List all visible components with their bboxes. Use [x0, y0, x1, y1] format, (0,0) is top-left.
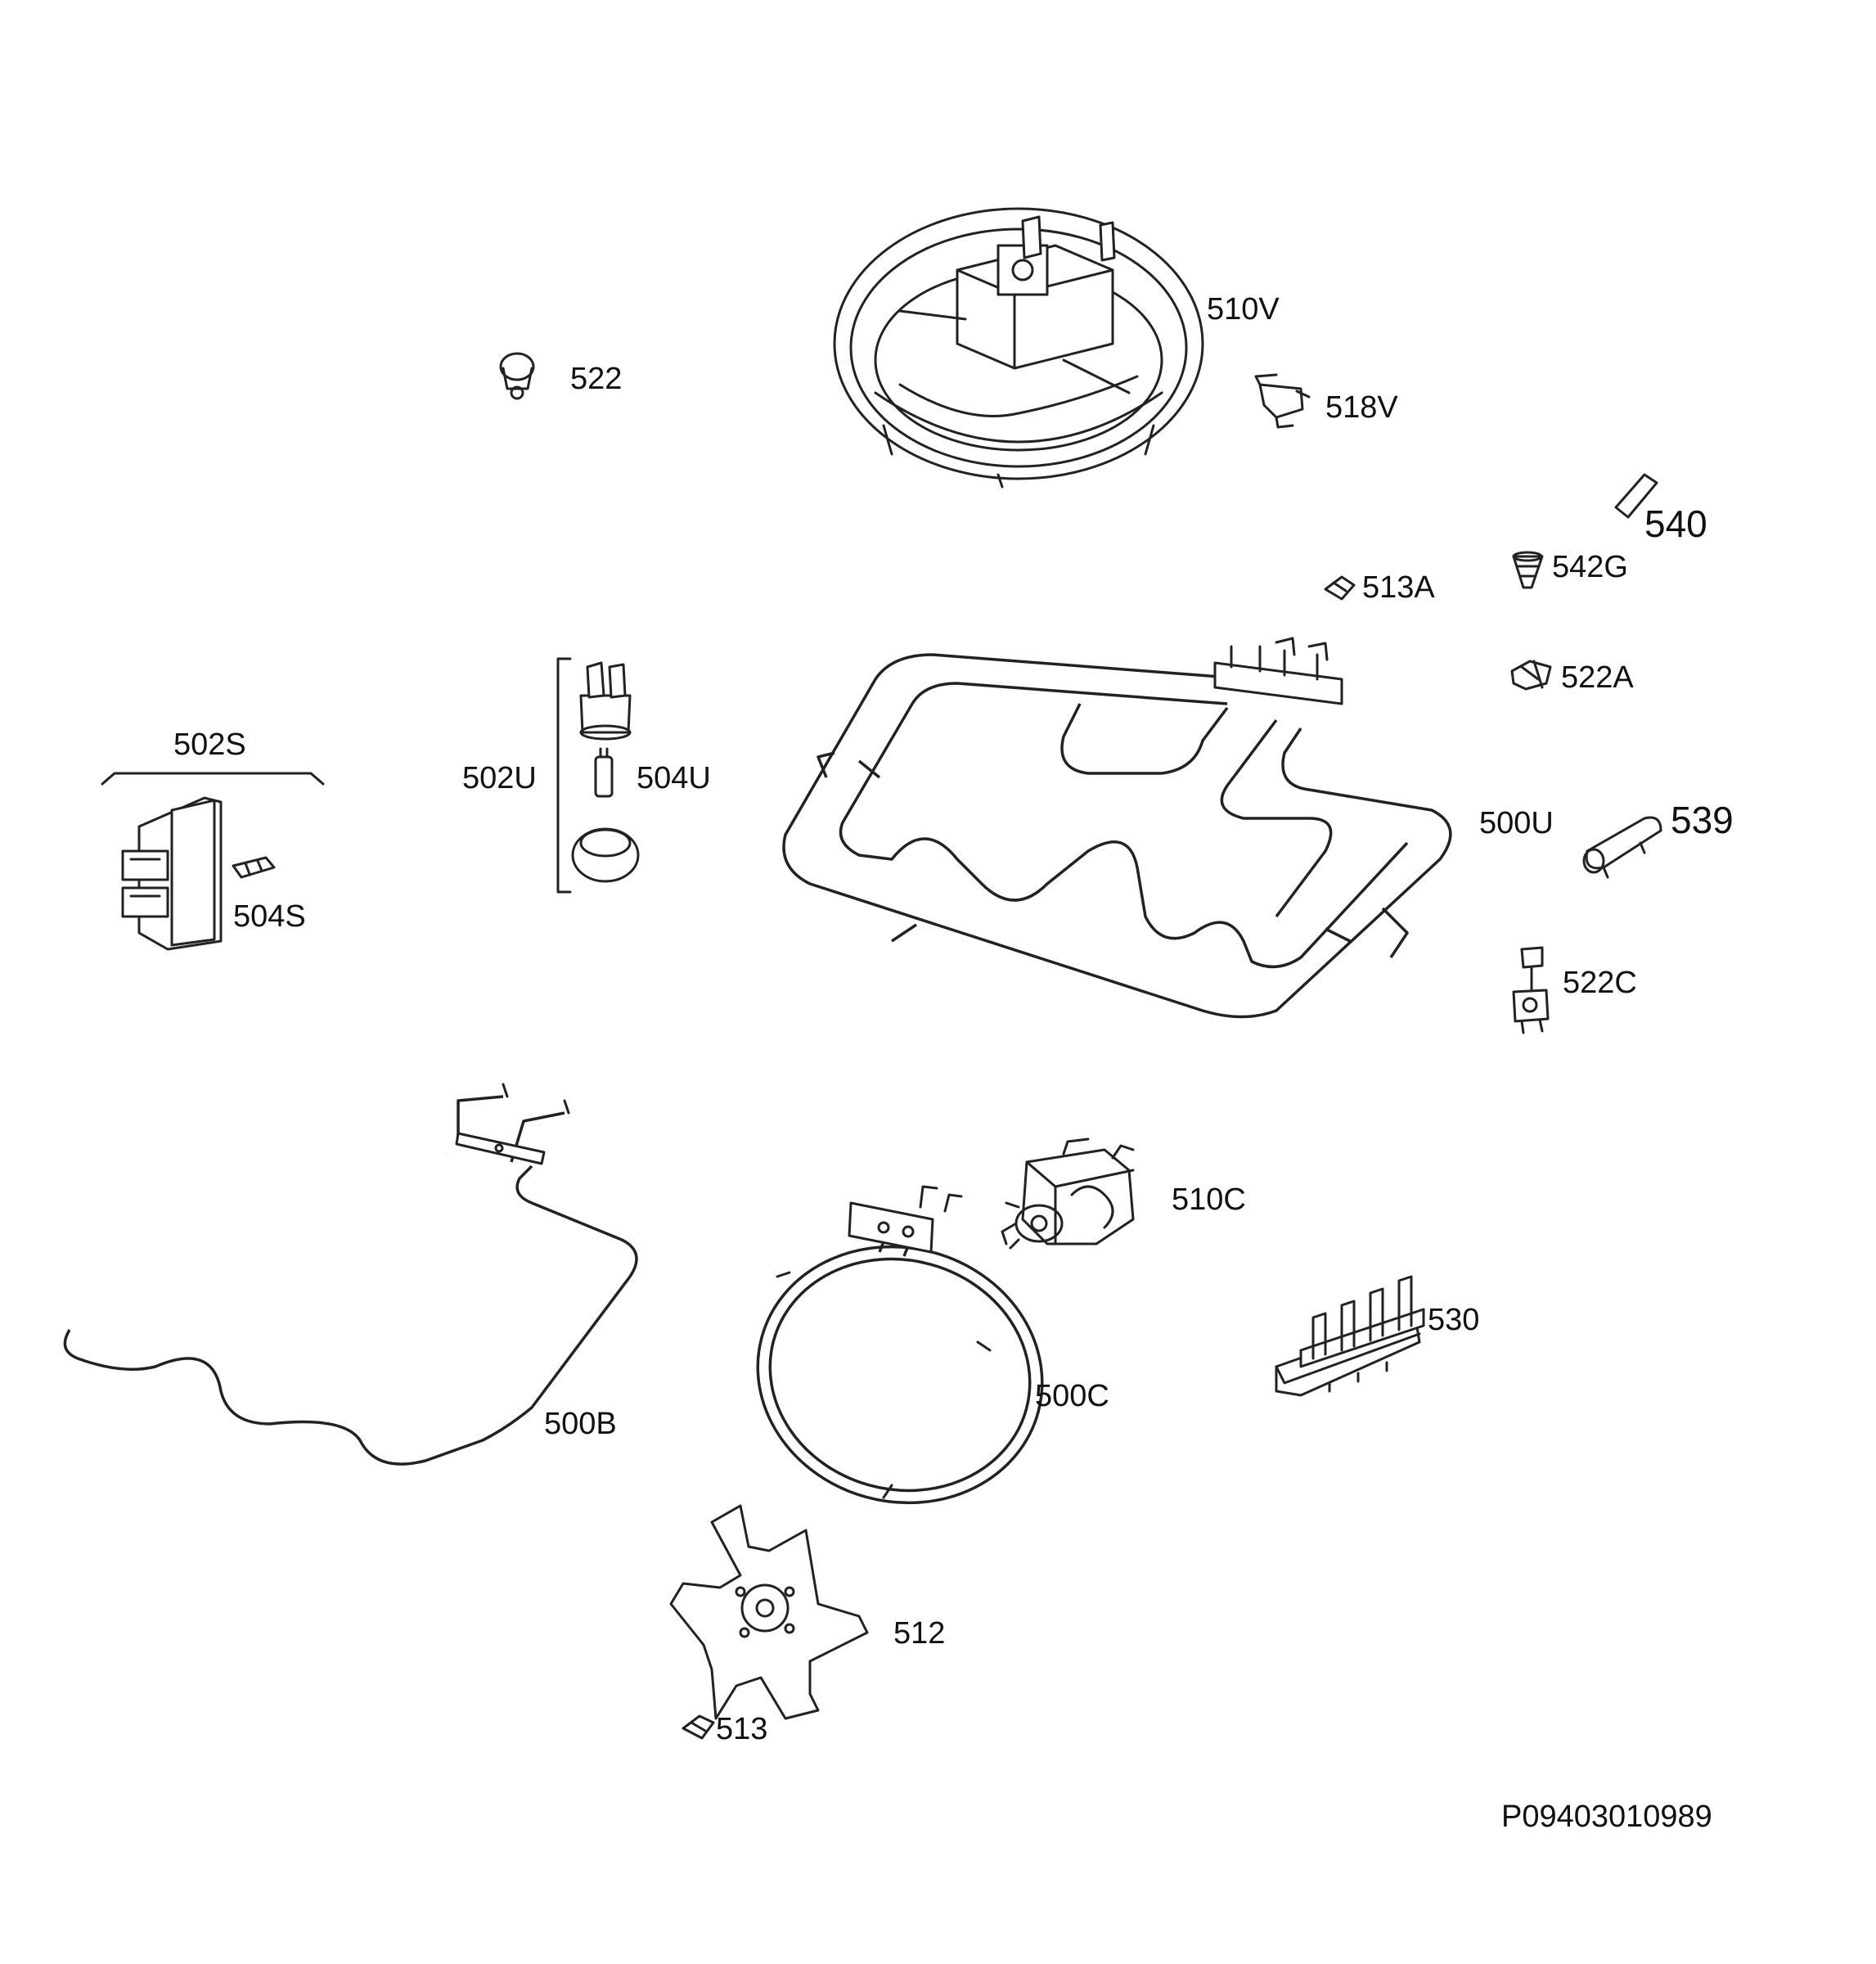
- label-504s: 504S: [233, 899, 306, 934]
- part-542g-cone: [1512, 551, 1544, 589]
- label-500c: 500C: [1035, 1379, 1109, 1413]
- part-502s-switch: [121, 796, 223, 951]
- part-504s-connector: [232, 856, 276, 879]
- part-502u-lamp-cover: [571, 827, 640, 883]
- part-510v-fan-motor-assembly: [833, 207, 1204, 489]
- part-513a-screw: [1324, 575, 1356, 601]
- part-522a-bracket: [1510, 660, 1552, 691]
- part-540-sleeve: [1614, 473, 1658, 519]
- label-518v: 518V: [1325, 390, 1398, 425]
- label-522c: 522C: [1563, 966, 1637, 1000]
- label-502u: 502U: [462, 761, 537, 795]
- label-510c: 510C: [1172, 1182, 1246, 1217]
- label-513: 513: [716, 1712, 767, 1746]
- part-530-terminal-block: [1275, 1275, 1425, 1397]
- part-504u-bulb: [594, 747, 614, 798]
- label-500u: 500U: [1479, 806, 1554, 840]
- part-522-clip: [499, 352, 535, 400]
- part-518v-thermostat: [1254, 373, 1311, 429]
- label-540: 540: [1644, 502, 1707, 545]
- part-510c-fan-motor: [1001, 1137, 1135, 1250]
- label-522a: 522A: [1561, 660, 1634, 695]
- label-512: 512: [893, 1616, 945, 1651]
- label-522: 522: [570, 362, 622, 396]
- label-542g: 542G: [1552, 550, 1628, 584]
- part-512-fan-blade: [669, 1504, 869, 1720]
- label-502s: 502S: [173, 727, 246, 762]
- drawing-code: P09403010989: [1501, 1800, 1712, 1834]
- part-539-tube: [1582, 816, 1662, 879]
- label-530: 530: [1428, 1303, 1479, 1337]
- part-500b-lower-heating-element: [63, 1083, 638, 1466]
- label-504u: 504U: [637, 761, 711, 795]
- bracket-502u: [556, 657, 572, 894]
- part-500u-upper-heating-element: [782, 637, 1452, 1019]
- bracket-502s: [101, 772, 325, 786]
- part-500c-circular-heating-element: [756, 1185, 1044, 1505]
- part-502u-lamp-holder: [579, 661, 632, 741]
- label-500b: 500B: [544, 1407, 617, 1441]
- part-522c-clip: [1512, 946, 1550, 1034]
- part-513-nut: [682, 1714, 715, 1740]
- label-510v: 510V: [1207, 292, 1280, 327]
- label-539: 539: [1671, 799, 1734, 841]
- label-513a: 513A: [1362, 570, 1435, 605]
